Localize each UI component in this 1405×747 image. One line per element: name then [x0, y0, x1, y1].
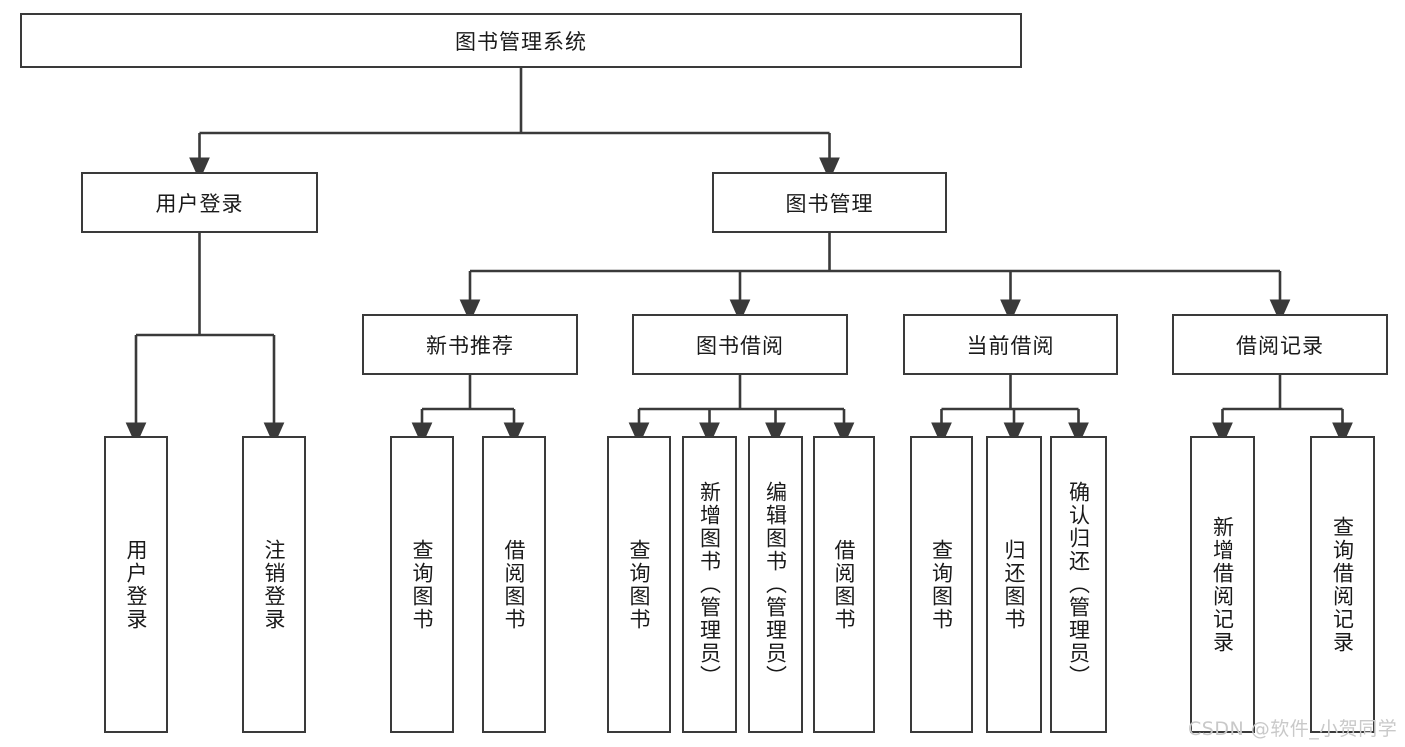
- node-confirm-return-admin-label: 确认归还（管理员）: [1066, 481, 1091, 688]
- node-borrow-book-action[interactable]: 借阅图书: [813, 436, 875, 733]
- node-query-borrow-record[interactable]: 查询借阅记录: [1310, 436, 1375, 733]
- node-new-book-recommend-label: 新书推荐: [426, 333, 514, 358]
- node-book-borrow[interactable]: 图书借阅: [632, 314, 848, 375]
- node-user-login-action[interactable]: 用户登录: [104, 436, 168, 733]
- node-edit-book-admin[interactable]: 编辑图书（管理员）: [748, 436, 803, 733]
- node-return-book[interactable]: 归还图书: [986, 436, 1042, 733]
- node-query-book-current-label: 查询图书: [929, 538, 954, 631]
- node-query-book-borrow[interactable]: 查询图书: [607, 436, 671, 733]
- node-user-login-action-label: 用户登录: [124, 538, 149, 631]
- node-add-book-admin[interactable]: 新增图书（管理员）: [682, 436, 737, 733]
- node-borrow-book-action-label: 借阅图书: [832, 538, 857, 631]
- node-logout-action[interactable]: 注销登录: [242, 436, 306, 733]
- node-borrow-record-label: 借阅记录: [1236, 333, 1324, 358]
- node-confirm-return-admin[interactable]: 确认归还（管理员）: [1050, 436, 1107, 733]
- node-new-book-recommend[interactable]: 新书推荐: [362, 314, 578, 375]
- node-query-borrow-record-label: 查询借阅记录: [1330, 515, 1355, 654]
- node-query-book-borrow-label: 查询图书: [627, 538, 652, 631]
- node-book-management-label: 图书管理: [785, 191, 874, 216]
- node-query-book-recommend[interactable]: 查询图书: [390, 436, 454, 733]
- node-edit-book-admin-label: 编辑图书（管理员）: [763, 481, 788, 688]
- node-logout-action-label: 注销登录: [262, 538, 287, 631]
- node-add-borrow-record[interactable]: 新增借阅记录: [1190, 436, 1255, 733]
- node-root-system-label: 图书管理系统: [455, 29, 587, 54]
- node-query-book-current[interactable]: 查询图书: [910, 436, 973, 733]
- node-current-borrow-label: 当前借阅: [966, 333, 1055, 358]
- node-current-borrow[interactable]: 当前借阅: [903, 314, 1118, 375]
- csdn-watermark: CSDN @软件_小贺同学: [1188, 718, 1398, 740]
- node-query-book-recommend-label: 查询图书: [410, 538, 435, 631]
- node-user-login-label: 用户登录: [155, 191, 244, 216]
- node-add-book-admin-label: 新增图书（管理员）: [697, 481, 722, 688]
- node-borrow-book-recommend[interactable]: 借阅图书: [482, 436, 546, 733]
- node-book-management[interactable]: 图书管理: [712, 172, 947, 233]
- node-user-login[interactable]: 用户登录: [81, 172, 318, 233]
- node-book-borrow-label: 图书借阅: [696, 333, 784, 358]
- node-add-borrow-record-label: 新增借阅记录: [1210, 515, 1235, 654]
- node-root-system[interactable]: 图书管理系统: [20, 13, 1022, 68]
- node-borrow-book-recommend-label: 借阅图书: [502, 538, 527, 631]
- node-borrow-record[interactable]: 借阅记录: [1172, 314, 1388, 375]
- node-return-book-label: 归还图书: [1002, 538, 1027, 631]
